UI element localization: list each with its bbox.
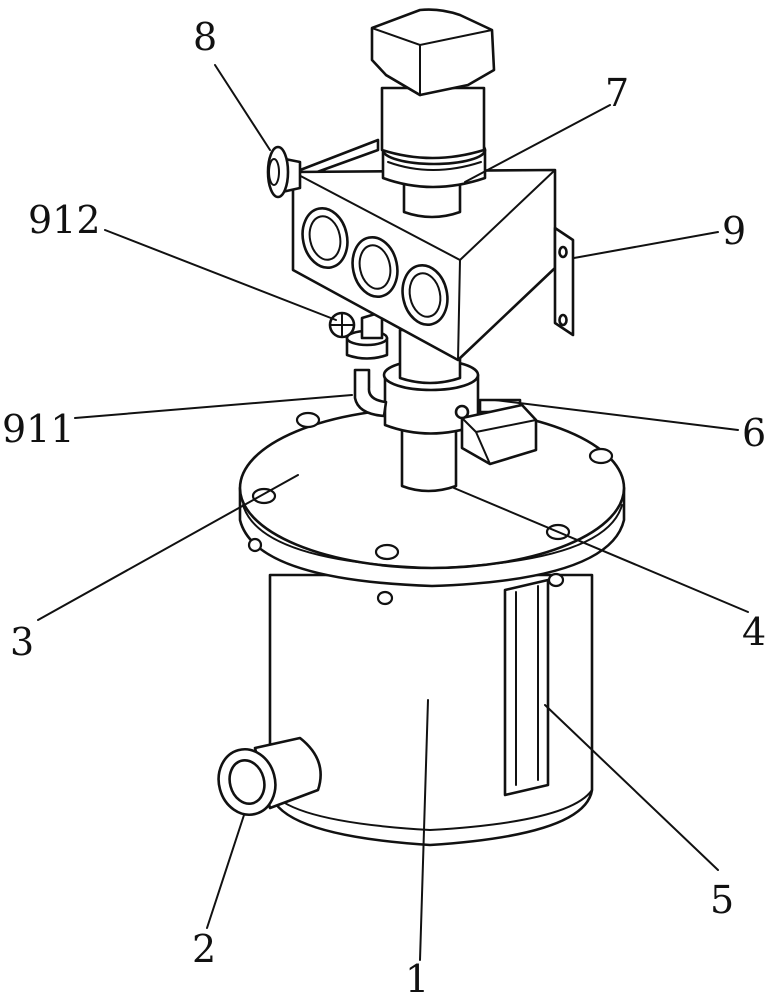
leader-8 xyxy=(215,65,270,150)
callout-2: 2 xyxy=(192,927,216,971)
callout-1: 1 xyxy=(405,957,429,1000)
valve-wheel xyxy=(330,313,354,337)
callout-7: 7 xyxy=(605,71,629,115)
callout-912: 912 xyxy=(28,198,101,242)
leader-2 xyxy=(207,815,244,928)
callout-8: 8 xyxy=(193,15,217,59)
callout-4: 4 xyxy=(742,610,766,654)
callout-6: 6 xyxy=(742,411,766,455)
level-gauge xyxy=(505,580,548,795)
callout-5: 5 xyxy=(710,878,734,922)
callout-911: 911 xyxy=(2,407,75,451)
callout-3: 3 xyxy=(10,620,34,664)
side-flange xyxy=(268,147,300,197)
callout-9: 9 xyxy=(722,209,746,253)
leader-9 xyxy=(574,232,718,258)
